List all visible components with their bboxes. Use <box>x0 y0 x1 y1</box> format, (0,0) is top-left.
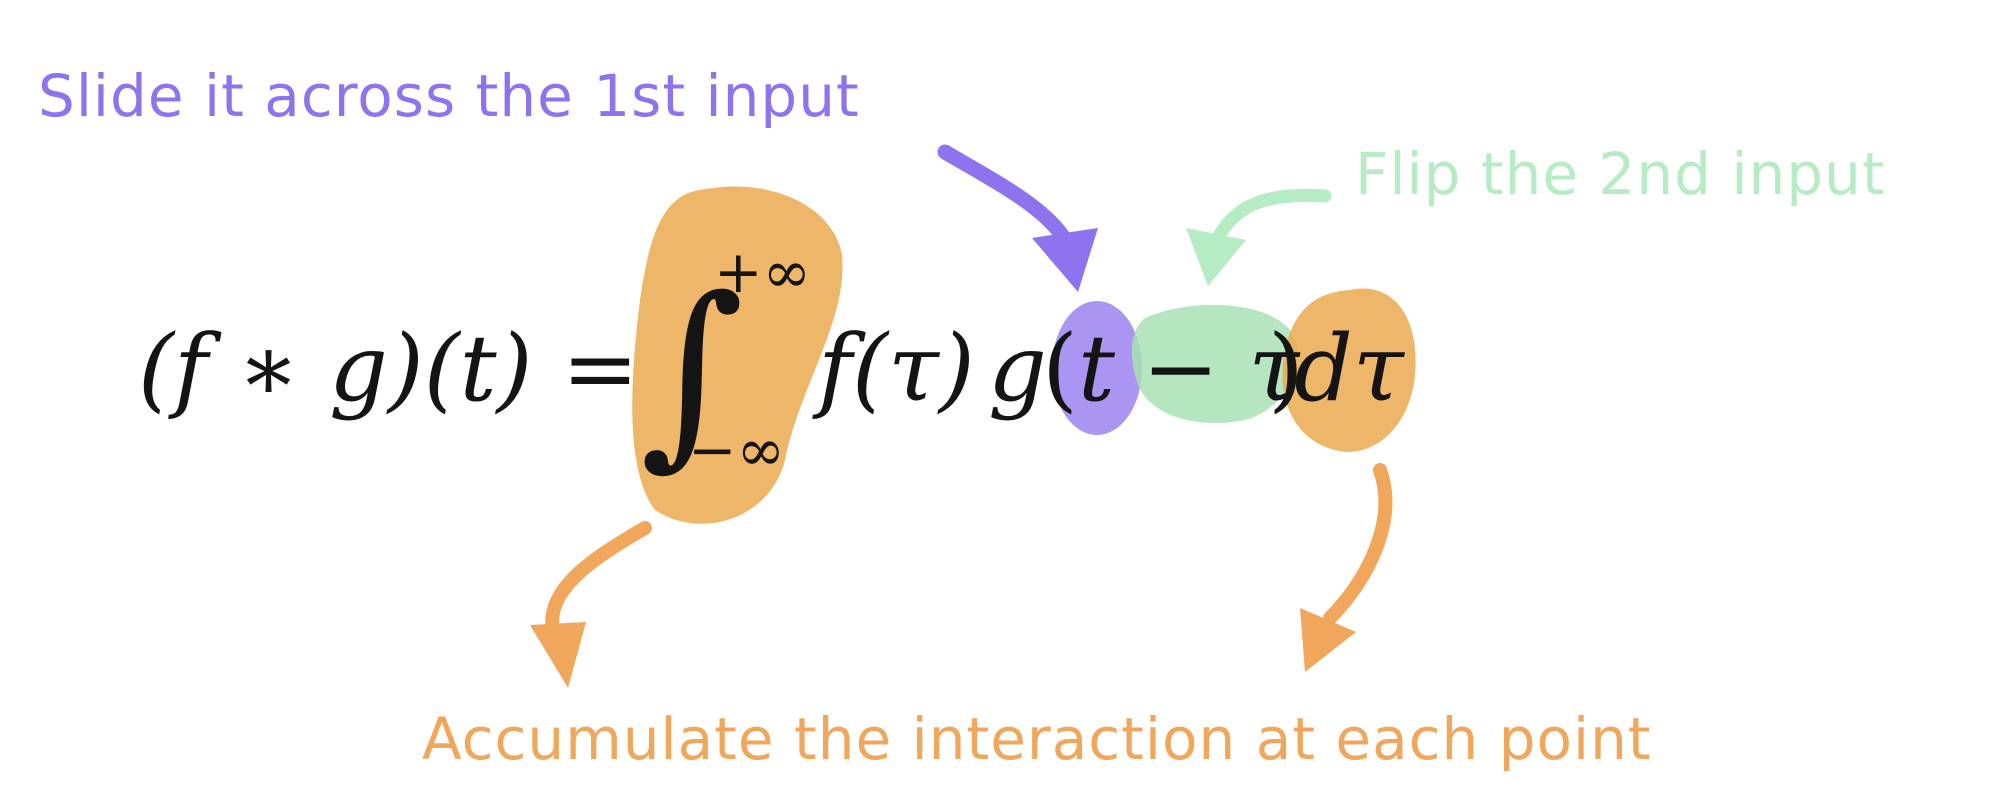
upper-limit: +∞ <box>714 238 811 306</box>
d-tau: dτ <box>1294 315 1406 422</box>
paren-close: ) <box>1268 315 1304 422</box>
minus-tau-highlight <box>1131 304 1298 424</box>
accumulate-left-arrow-icon <box>545 521 652 639</box>
lower-limit: −∞ <box>688 416 785 484</box>
t-highlight <box>1052 301 1142 435</box>
accumulate-left-arrowhead-icon <box>530 622 586 688</box>
accumulate-right-arrowhead-icon <box>1300 608 1356 672</box>
g-symbol: g <box>988 315 1047 422</box>
accumulate-annotation: Accumulate the interaction at each point <box>422 705 1652 773</box>
integral-sign: ∫ <box>640 255 744 488</box>
dtau-highlight <box>1282 288 1416 452</box>
t-symbol: t <box>1078 315 1116 422</box>
paren-open: ( <box>1042 315 1078 422</box>
accumulate-right-arrow-icon <box>1323 463 1393 625</box>
minus-tau: − τ <box>1142 315 1301 422</box>
flip-annotation: Flip the 2nd input <box>1355 140 1886 208</box>
f-of-tau: f(τ) <box>812 315 975 422</box>
slide-arrowhead-icon <box>1032 228 1098 292</box>
slide-annotation: Slide it across the 1st input <box>38 62 860 130</box>
formula-lhs: (f ∗ g)(t) = <box>138 315 639 422</box>
flip-arrowhead-icon <box>1186 228 1246 286</box>
integral-highlight <box>632 186 843 524</box>
